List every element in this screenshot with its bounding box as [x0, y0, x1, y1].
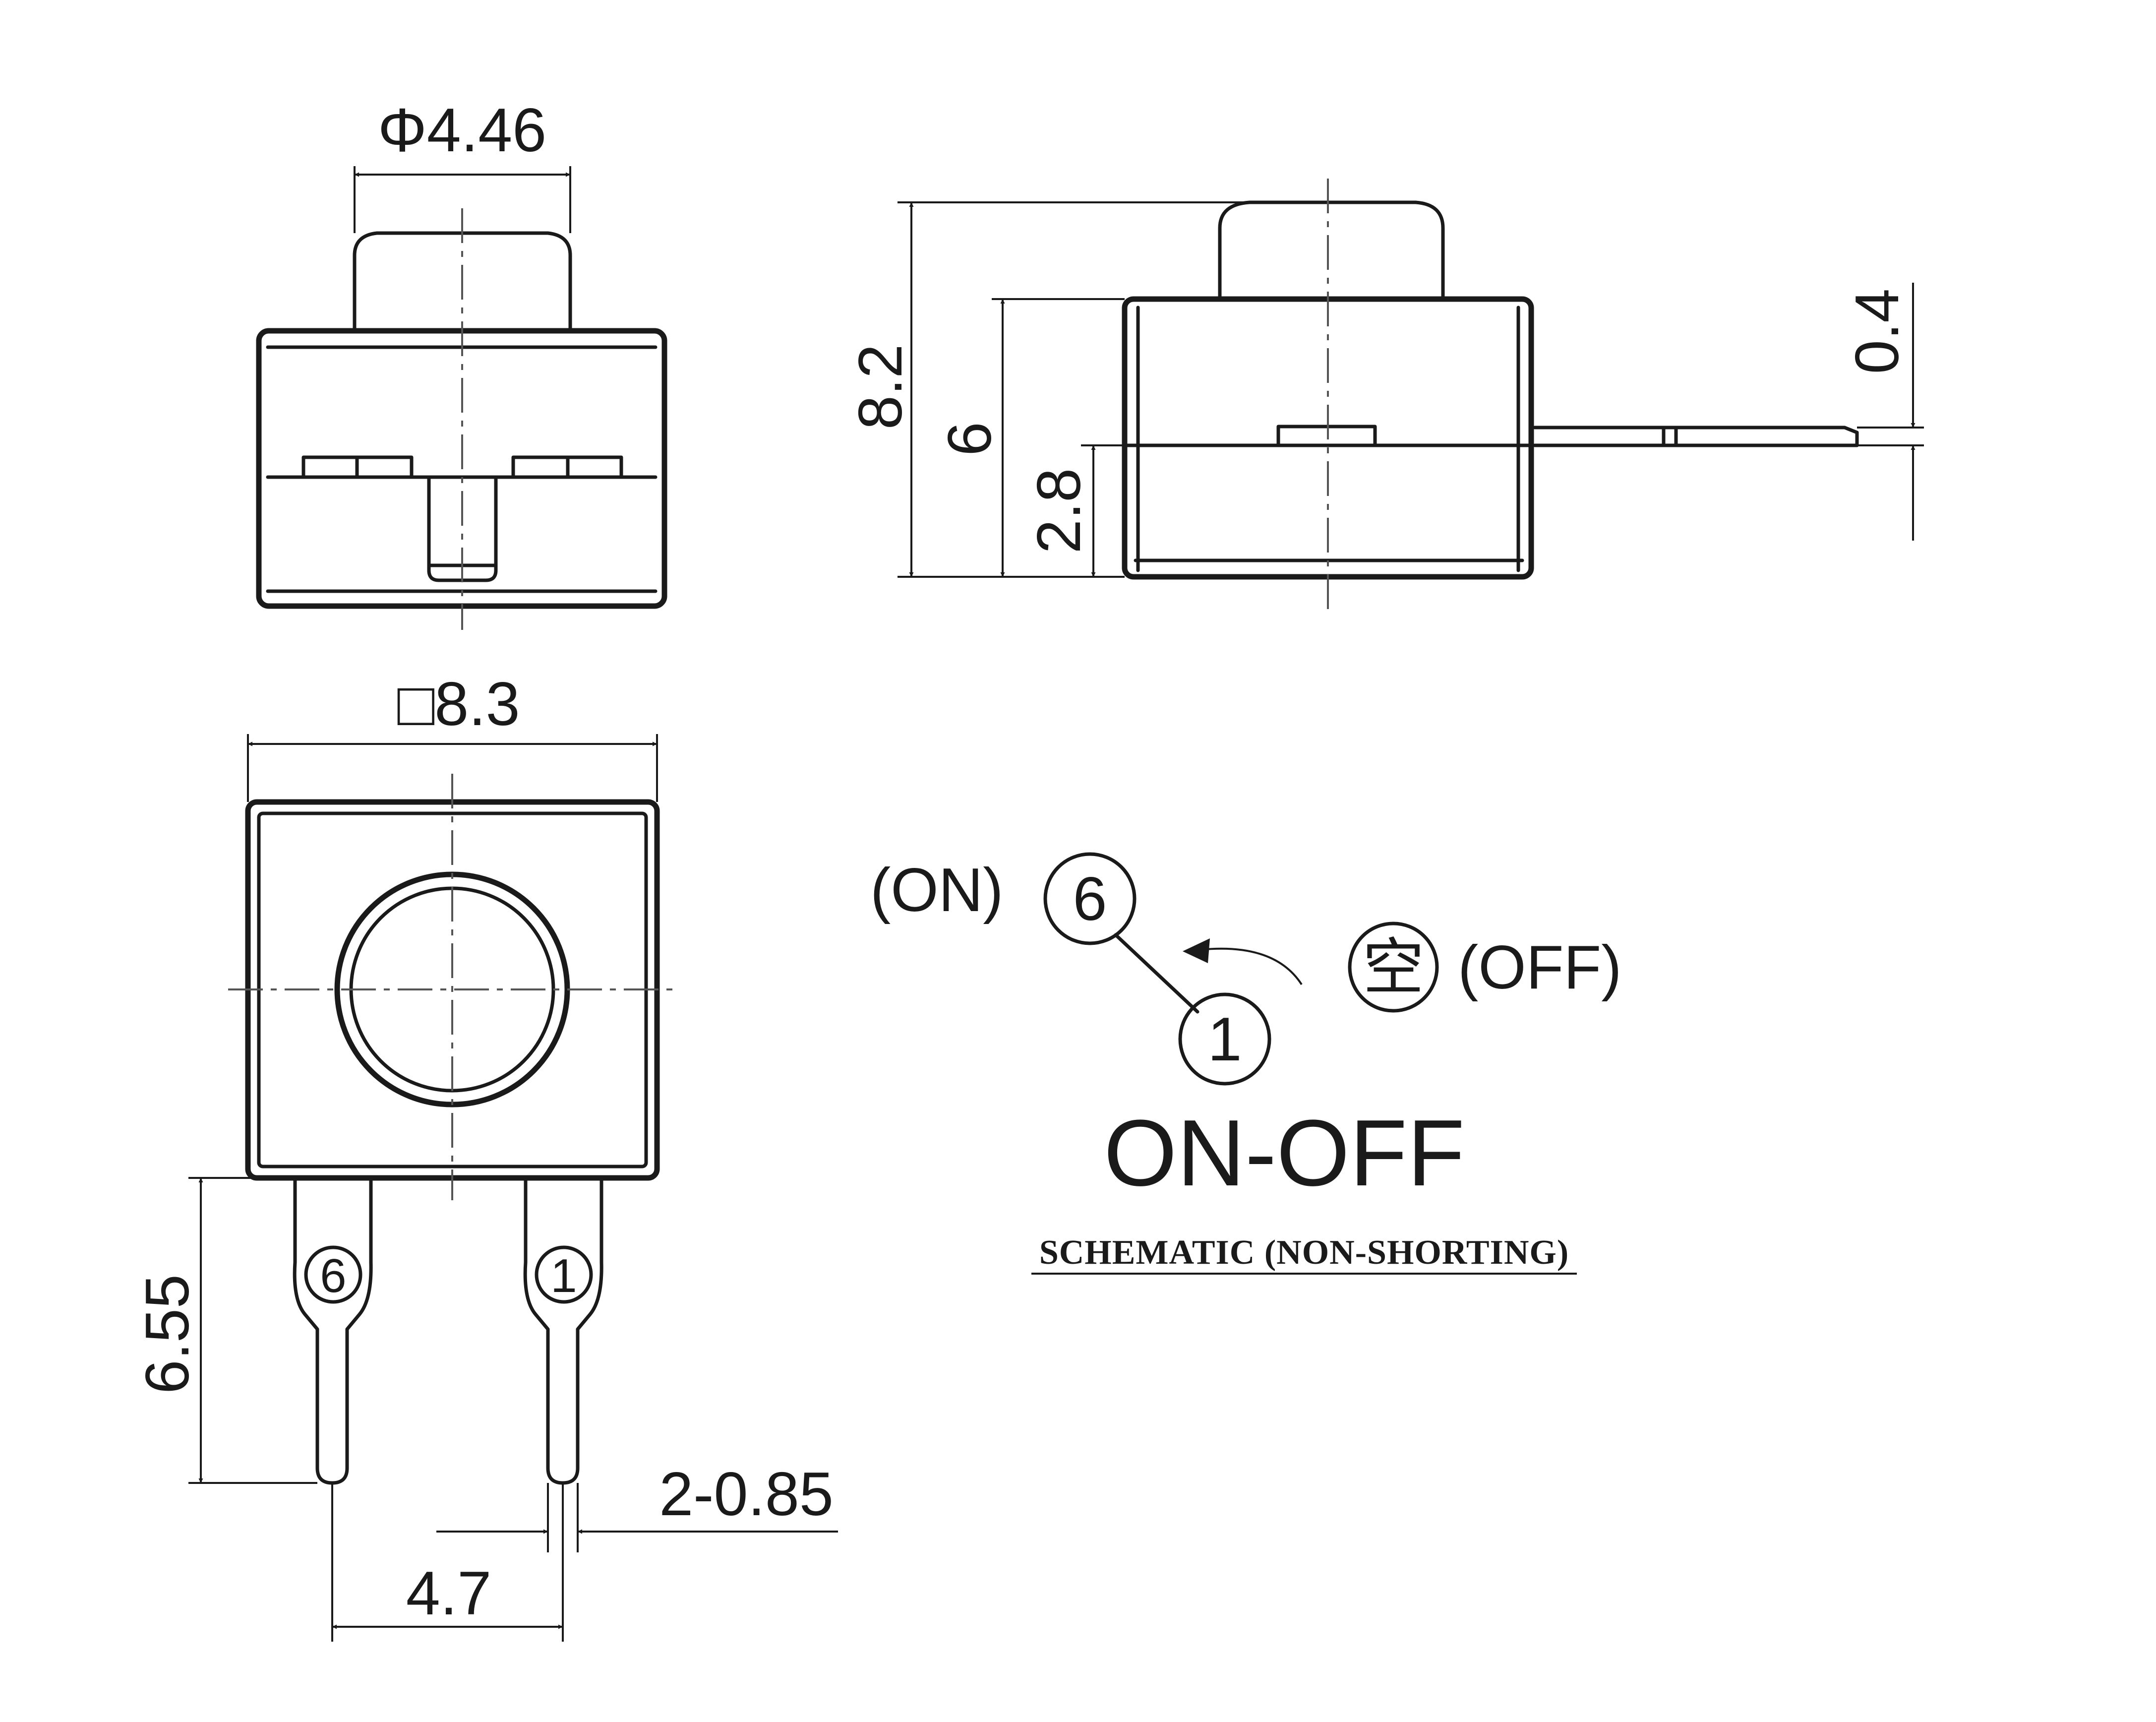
schematic-pin-1-circle [1178, 992, 1271, 1086]
dim-pin-length: 6.55 [133, 1274, 202, 1394]
schematic-on-label: (ON) [870, 856, 1004, 924]
pin-6-label: 6 [320, 1249, 346, 1302]
schematic: (ON) 6 1 空 (OFF) ON-OFF SCHEMATIC (NON-S… [870, 852, 1622, 1275]
schematic-off-symbol: 空 [1363, 933, 1424, 1002]
front-view: Φ4.46 [256, 96, 667, 630]
schematic-rotation-arc [1199, 947, 1303, 985]
dim-pin-spacing: 4.7 [406, 1559, 491, 1628]
dim-overall-height: 8.2 [846, 344, 915, 430]
side-button [1218, 200, 1445, 299]
side-view: 8.2 6 2.8 0.4 [846, 179, 1924, 610]
top-view: 6 1 □8.3 6.55 2-0.85 4.7 [133, 670, 838, 1642]
schematic-pin-6: 6 [1073, 865, 1107, 933]
pin-1-label: 1 [550, 1249, 577, 1302]
schematic-off-circle [1348, 922, 1439, 1013]
schematic-caption: SCHEMATIC (NON-SHORTING) [1039, 1233, 1569, 1272]
pin-1 [523, 1176, 603, 1485]
schematic-rotation-arrow-icon [1183, 938, 1210, 963]
pin-6-marker [304, 1245, 362, 1304]
schematic-switch-lever [1114, 933, 1199, 1014]
side-terminal [1533, 426, 1859, 447]
dim-terminal-height: 2.8 [1025, 468, 1093, 554]
side-contact [1276, 425, 1377, 447]
schematic-mode-label: ON-OFF [1104, 1101, 1465, 1206]
dim-terminal-thickness: 0.4 [1843, 289, 1912, 374]
dim-body-square: □8.3 [397, 670, 520, 738]
pin-6 [293, 1176, 373, 1485]
schematic-pin-1: 1 [1208, 1005, 1242, 1074]
schematic-pin-6-circle [1043, 852, 1137, 945]
dim-body-height: 6 [936, 422, 1004, 456]
dim-button-diameter: Φ4.46 [378, 96, 546, 165]
dim-pin-width: 2-0.85 [659, 1460, 834, 1529]
pin-1-marker [535, 1245, 593, 1304]
schematic-off-label: (OFF) [1458, 933, 1622, 1002]
